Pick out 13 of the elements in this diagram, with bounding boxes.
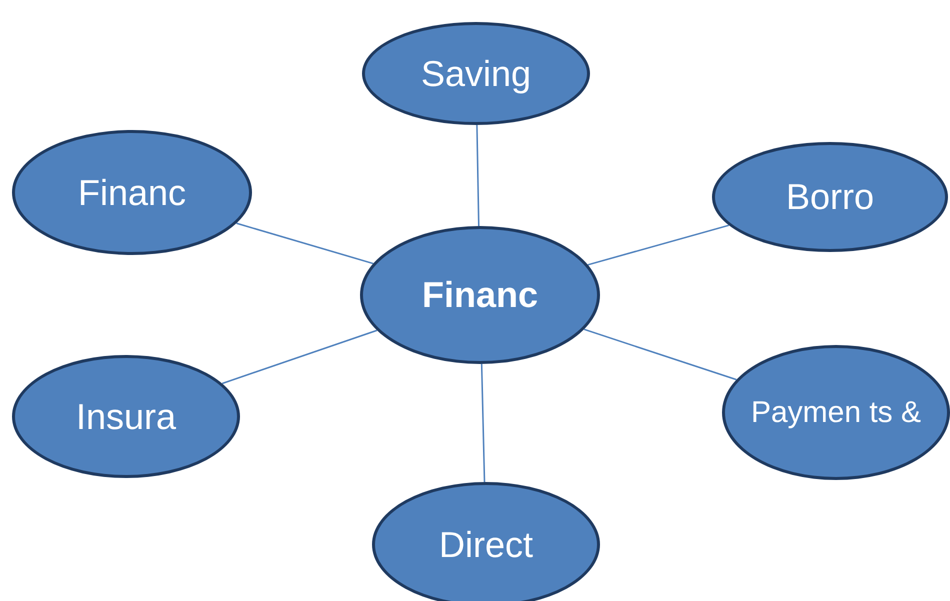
topic-label: Paymen ts &	[750, 396, 922, 429]
connector-line	[588, 224, 730, 266]
topic-label: Insura	[74, 396, 178, 436]
topic-label: Financ	[420, 275, 539, 315]
connector-line	[480, 364, 486, 482]
topic-label: Borro	[784, 177, 876, 217]
connector-line	[222, 330, 378, 384]
topic-label: Financ	[76, 172, 188, 212]
connector-line	[236, 222, 374, 264]
connector-line	[476, 124, 480, 226]
topic-label: Saving	[420, 54, 532, 94]
connector-line	[584, 328, 737, 380]
topic-label: Direct	[438, 524, 534, 564]
